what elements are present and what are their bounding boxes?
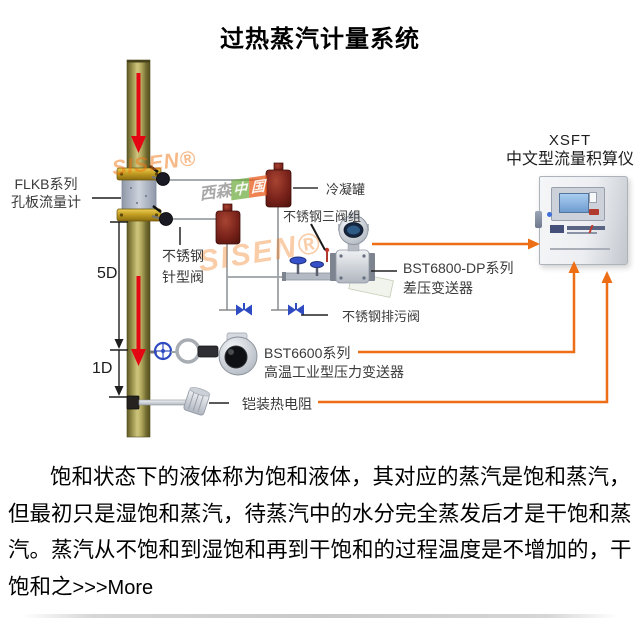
label-drain-valve: 不锈钢排污阀 — [342, 309, 421, 324]
body-text-line: 但最初只是湿饱和蒸汽，待蒸汽中的水分完全蒸发后才是干饱和蒸 — [8, 501, 632, 526]
pressure-transmitter-icon — [150, 332, 258, 376]
condensate-pot-icon — [215, 162, 318, 245]
label-orifice-flowmeter: FLKB系列 孔板流量计 — [11, 176, 81, 210]
body-text: 饱和状态下的液体称为饱和液体，其对应的蒸汽是饱和蒸汽， 但最初只是湿饱和蒸汽，待… — [8, 459, 636, 605]
needle-valve-icon — [149, 165, 181, 245]
label-needle-valve: 不锈钢 针型阀 — [162, 248, 204, 285]
steam-pipe — [126, 59, 151, 438]
sticker-text-line — [567, 226, 605, 230]
flow-direction-arrow — [131, 73, 146, 366]
drain-valve-icon — [219, 303, 328, 316]
sticker-logo-block — [550, 225, 564, 233]
impulse-lines — [170, 179, 286, 310]
body-text-line: 饱和状态下的液体称为饱和液体，其对应的蒸汽是饱和蒸汽， — [50, 465, 631, 489]
cabinet-display-panel — [551, 187, 605, 221]
page-title: 过热蒸汽计量系统 — [220, 26, 420, 53]
cabinet-footer-text-line — [550, 248, 610, 250]
body-text-line: 汽。蒸汽从不饱和到湿饱和再到干饱和的过程温度是不增加的，干 — [8, 538, 632, 562]
sisen-watermark: SISEN® — [110, 146, 198, 181]
three-valve-manifold-icon — [282, 223, 340, 281]
dimension-1d: 1D — [92, 360, 113, 377]
label-flow-totalizer: XSFT 中文型流量积算仪 — [505, 132, 634, 168]
cabinet-lock-dot — [547, 212, 552, 217]
more-link[interactable]: >>>More — [72, 576, 154, 599]
label-dp-transmitter: BST6800-DP系列 差压变送器 — [403, 260, 514, 296]
sisen-watermark: SISEN® — [196, 226, 324, 279]
cabinet-hinge — [535, 211, 542, 228]
label-rtd: 铠装热电阻 — [242, 396, 312, 412]
dimension-5d: 5D — [97, 265, 118, 282]
rtd-sensor-icon — [126, 387, 229, 416]
indicator-slot — [589, 192, 597, 203]
body-text-line: 饱和之>>>More — [8, 574, 154, 599]
label-pressure-transmitter: BST6600系列 高温工业型压力变送器 — [264, 345, 404, 380]
bottom-divider — [22, 614, 618, 618]
xisen-china-watermark: 西森中国 — [198, 171, 269, 204]
sticker-text-line — [567, 232, 597, 234]
orifice-flowmeter-icon — [116, 167, 162, 222]
flow-totalizer-cabinet — [535, 176, 628, 265]
label-condensate-pot: 冷凝罐 — [326, 182, 366, 197]
red-button — [589, 209, 599, 215]
cabinet-sticker — [550, 225, 610, 241]
label-three-valve-manifold: 不锈钢三阀组 — [283, 209, 362, 224]
lcd-screen — [559, 193, 589, 213]
